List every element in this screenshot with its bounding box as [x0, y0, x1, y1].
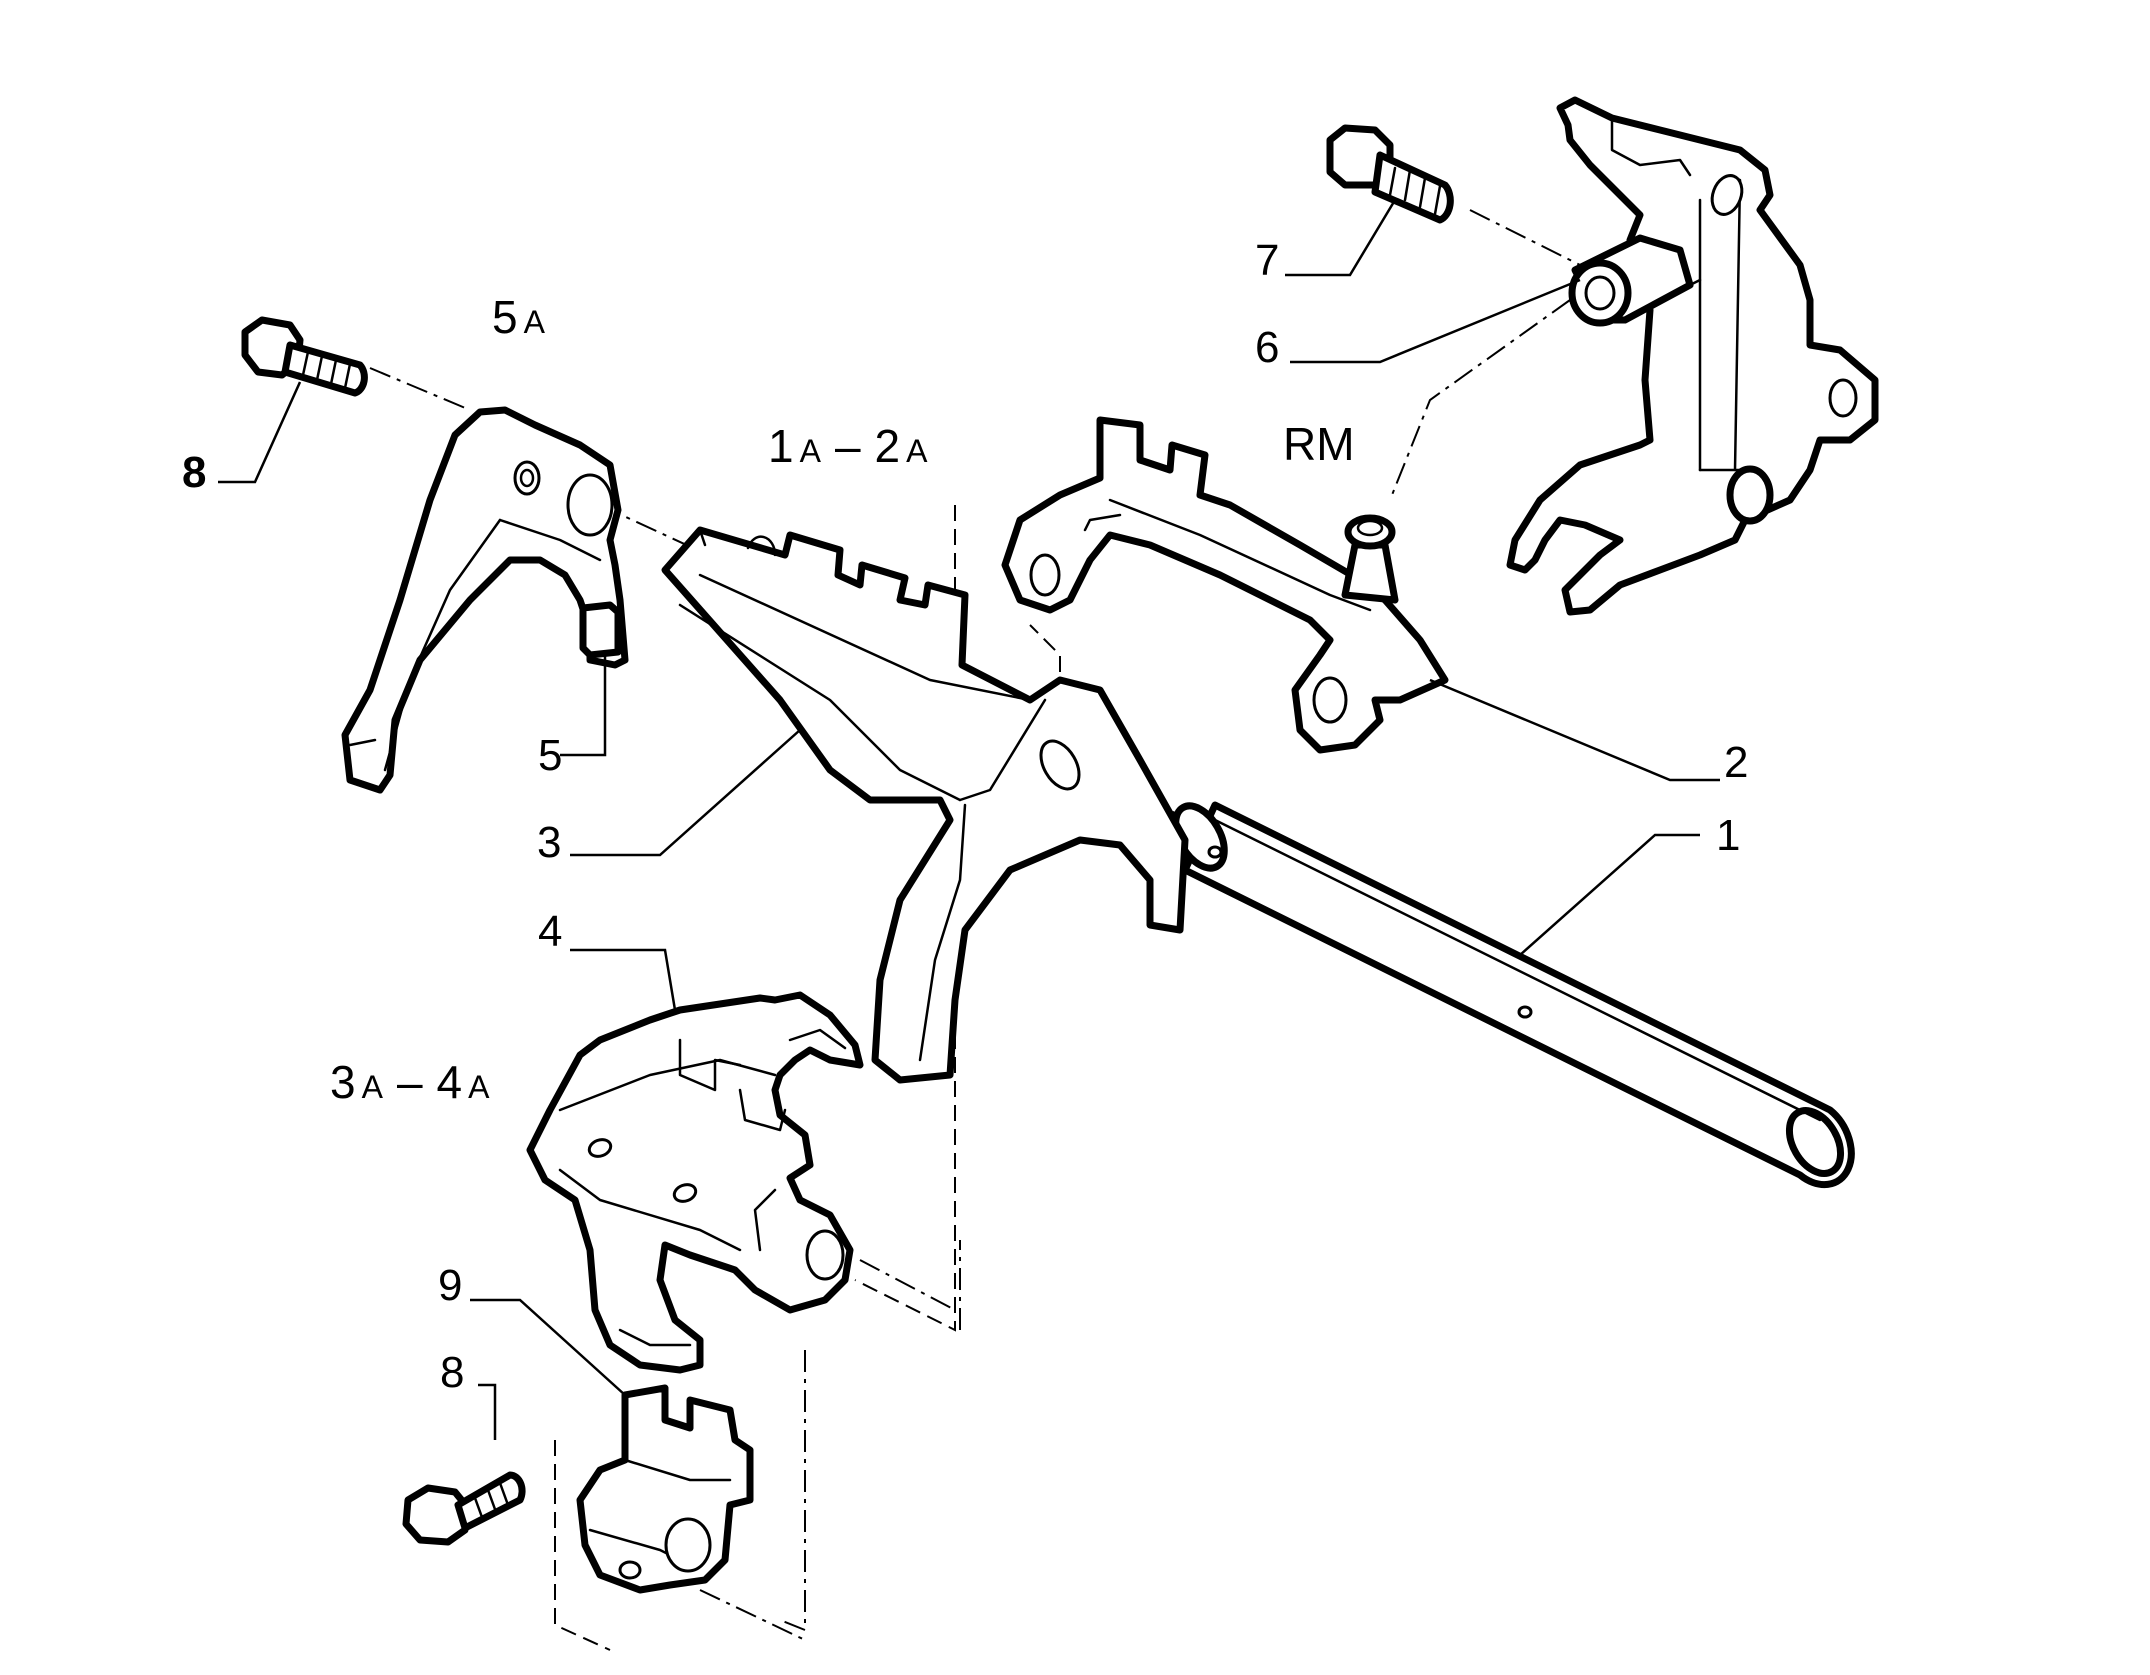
callout-4: 4: [538, 907, 562, 956]
callout-3: 3: [537, 818, 561, 867]
gear-label-reverse: RM: [1283, 418, 1355, 470]
callout-1: 1: [1716, 811, 1740, 860]
callout-5: 5: [538, 731, 562, 780]
callout-labels: 1 2 3 4 5 6 7 8 8 9: [182, 236, 1748, 1397]
fork-3rd-4th-part-4: [526, 991, 864, 1374]
callout-9: 9: [438, 1261, 462, 1310]
screw-part-8-top: [241, 316, 368, 397]
callout-6: 6: [1255, 323, 1279, 372]
slotted-block-part-9: [576, 1384, 754, 1594]
leader-lines: [218, 199, 1720, 1440]
callout-8-top: 8: [182, 448, 206, 497]
fork-1st-2nd-part-3: [661, 526, 1189, 1084]
screw-part-8-bottom: [402, 1471, 526, 1546]
reverse-lever-part-6: [1506, 96, 1879, 616]
callout-2: 2: [1724, 738, 1748, 787]
callout-7: 7: [1255, 236, 1279, 285]
selector-shaft-part-1: [1172, 801, 1855, 1189]
callout-8-bottom: 8: [440, 1348, 464, 1397]
reverse-fork-part-2: [1001, 416, 1449, 754]
screw-part-7: [1326, 124, 1454, 224]
fork-5th-gear: [341, 406, 629, 794]
